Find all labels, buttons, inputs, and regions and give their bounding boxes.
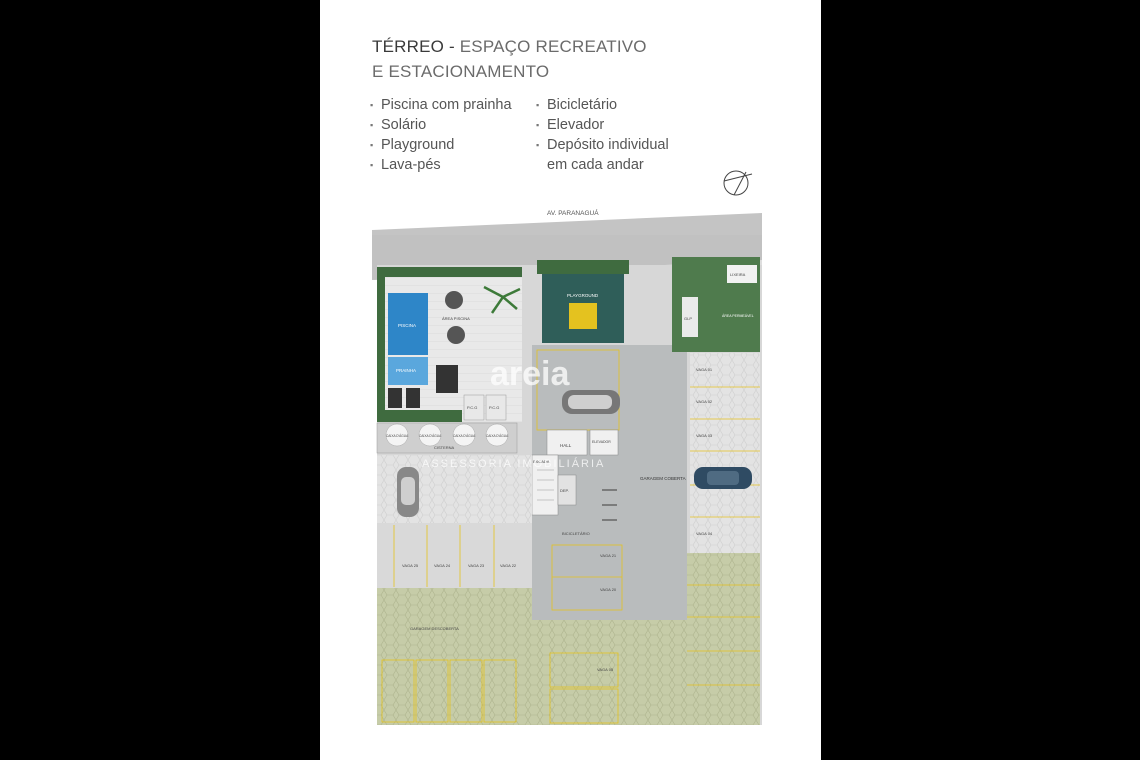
feature-item: em cada andar [547,157,644,173]
feature-item: Bicicletário [536,95,669,115]
feature-item: Elevador [536,115,669,135]
cistern-label: CISTERNA [434,445,455,450]
pcg-2-label: P.C.G [489,405,499,410]
pcg-1-label: P.C.G [467,405,477,410]
watermark-tagline: ASSESSORIA IMOBILIÁRIA [422,457,605,470]
feature-item: Depósito individual [536,135,669,155]
elevator-label: ELEVADOR [592,440,611,444]
water-tank-1-label: CAIXA D'ÁGUA [386,434,409,438]
permeable-area-label: ÁREA PERMEÁVEL [722,314,754,318]
glp-label: GLP [684,316,692,321]
features-list-right: Bicicletário Elevador Depósito individua… [536,95,669,175]
vaga-05-label: VAGA 05 [597,667,614,672]
vaga-22-label: VAGA 22 [500,563,517,568]
water-tank-3-label: CAIXA D'ÁGUA [453,434,476,438]
pool-label: PISCINA [398,323,416,328]
title-rest: ESPAÇO RECREATIVO [454,37,647,56]
floorplan-sheet: TÉRREO - ESPAÇO RECREATIVO E ESTACIONAME… [320,0,821,760]
hall-label: HALL [560,443,572,448]
prainha-label: PRAINHA [396,368,416,373]
feature-item: Solário [370,115,512,135]
vaga-02-label: VAGA 02 [696,399,713,404]
trash-room-label: LIXEIRA [730,272,746,277]
stairs-label: ESCADA [533,459,550,464]
water-tank-2-label: CAIXA D'ÁGUA [419,434,442,438]
hedge-top [377,267,522,279]
pool-area-label: ÁREA PISCINA [442,316,470,321]
vaga-23-label: VAGA 23 [468,563,485,568]
page-title: TÉRREO - ESPAÇO RECREATIVO E ESTACIONAME… [372,34,647,84]
vaga-03-label: VAGA 03 [696,433,713,438]
vaga-04-label: VAGA 04 [696,531,713,536]
storage-label: DEP. [560,488,569,493]
prainha-pool [388,357,428,385]
open-garage [377,588,532,725]
watermark-brand: areia [490,355,570,393]
vaga-24-label: VAGA 24 [434,563,451,568]
floor-plan: AV. PARANAGUÁ PISCINA PRAINHA ÁREA PISCI… [372,208,762,725]
title-bold: TÉRREO - [372,37,455,56]
bike-rack-label: BICICLETÁRIO [562,531,590,536]
playground-label: PLAYGROUND [567,293,599,298]
playground-equipment [569,303,597,329]
features-list-left: Piscina com prainha Solário Playground L… [370,95,512,175]
north-compass-icon [723,170,753,196]
vaga-01-label: VAGA 01 [696,367,713,372]
feature-item: Lava-pés [370,155,512,175]
covered-garage-label: GARAGEM COBERTA [640,476,686,481]
street-label: AV. PARANAGUÁ [547,208,599,217]
vaga-21-label: VAGA 21 [600,553,617,558]
vaga-20-label: VAGA 20 [600,587,617,592]
vaga-25-label: VAGA 25 [402,563,419,568]
open-garage-label: GARAGEM DESCOBERTA [410,626,459,631]
title-line-2: E ESTACIONAMENTO [372,62,550,81]
pool [388,293,428,355]
feature-item: Piscina com prainha [370,95,512,115]
feature-item: Playground [370,135,512,155]
water-tank-4-label: CAIXA D'ÁGUA [486,434,509,438]
watermark: areia ASSESSORIA IMOBILIÁRIA [422,355,605,470]
